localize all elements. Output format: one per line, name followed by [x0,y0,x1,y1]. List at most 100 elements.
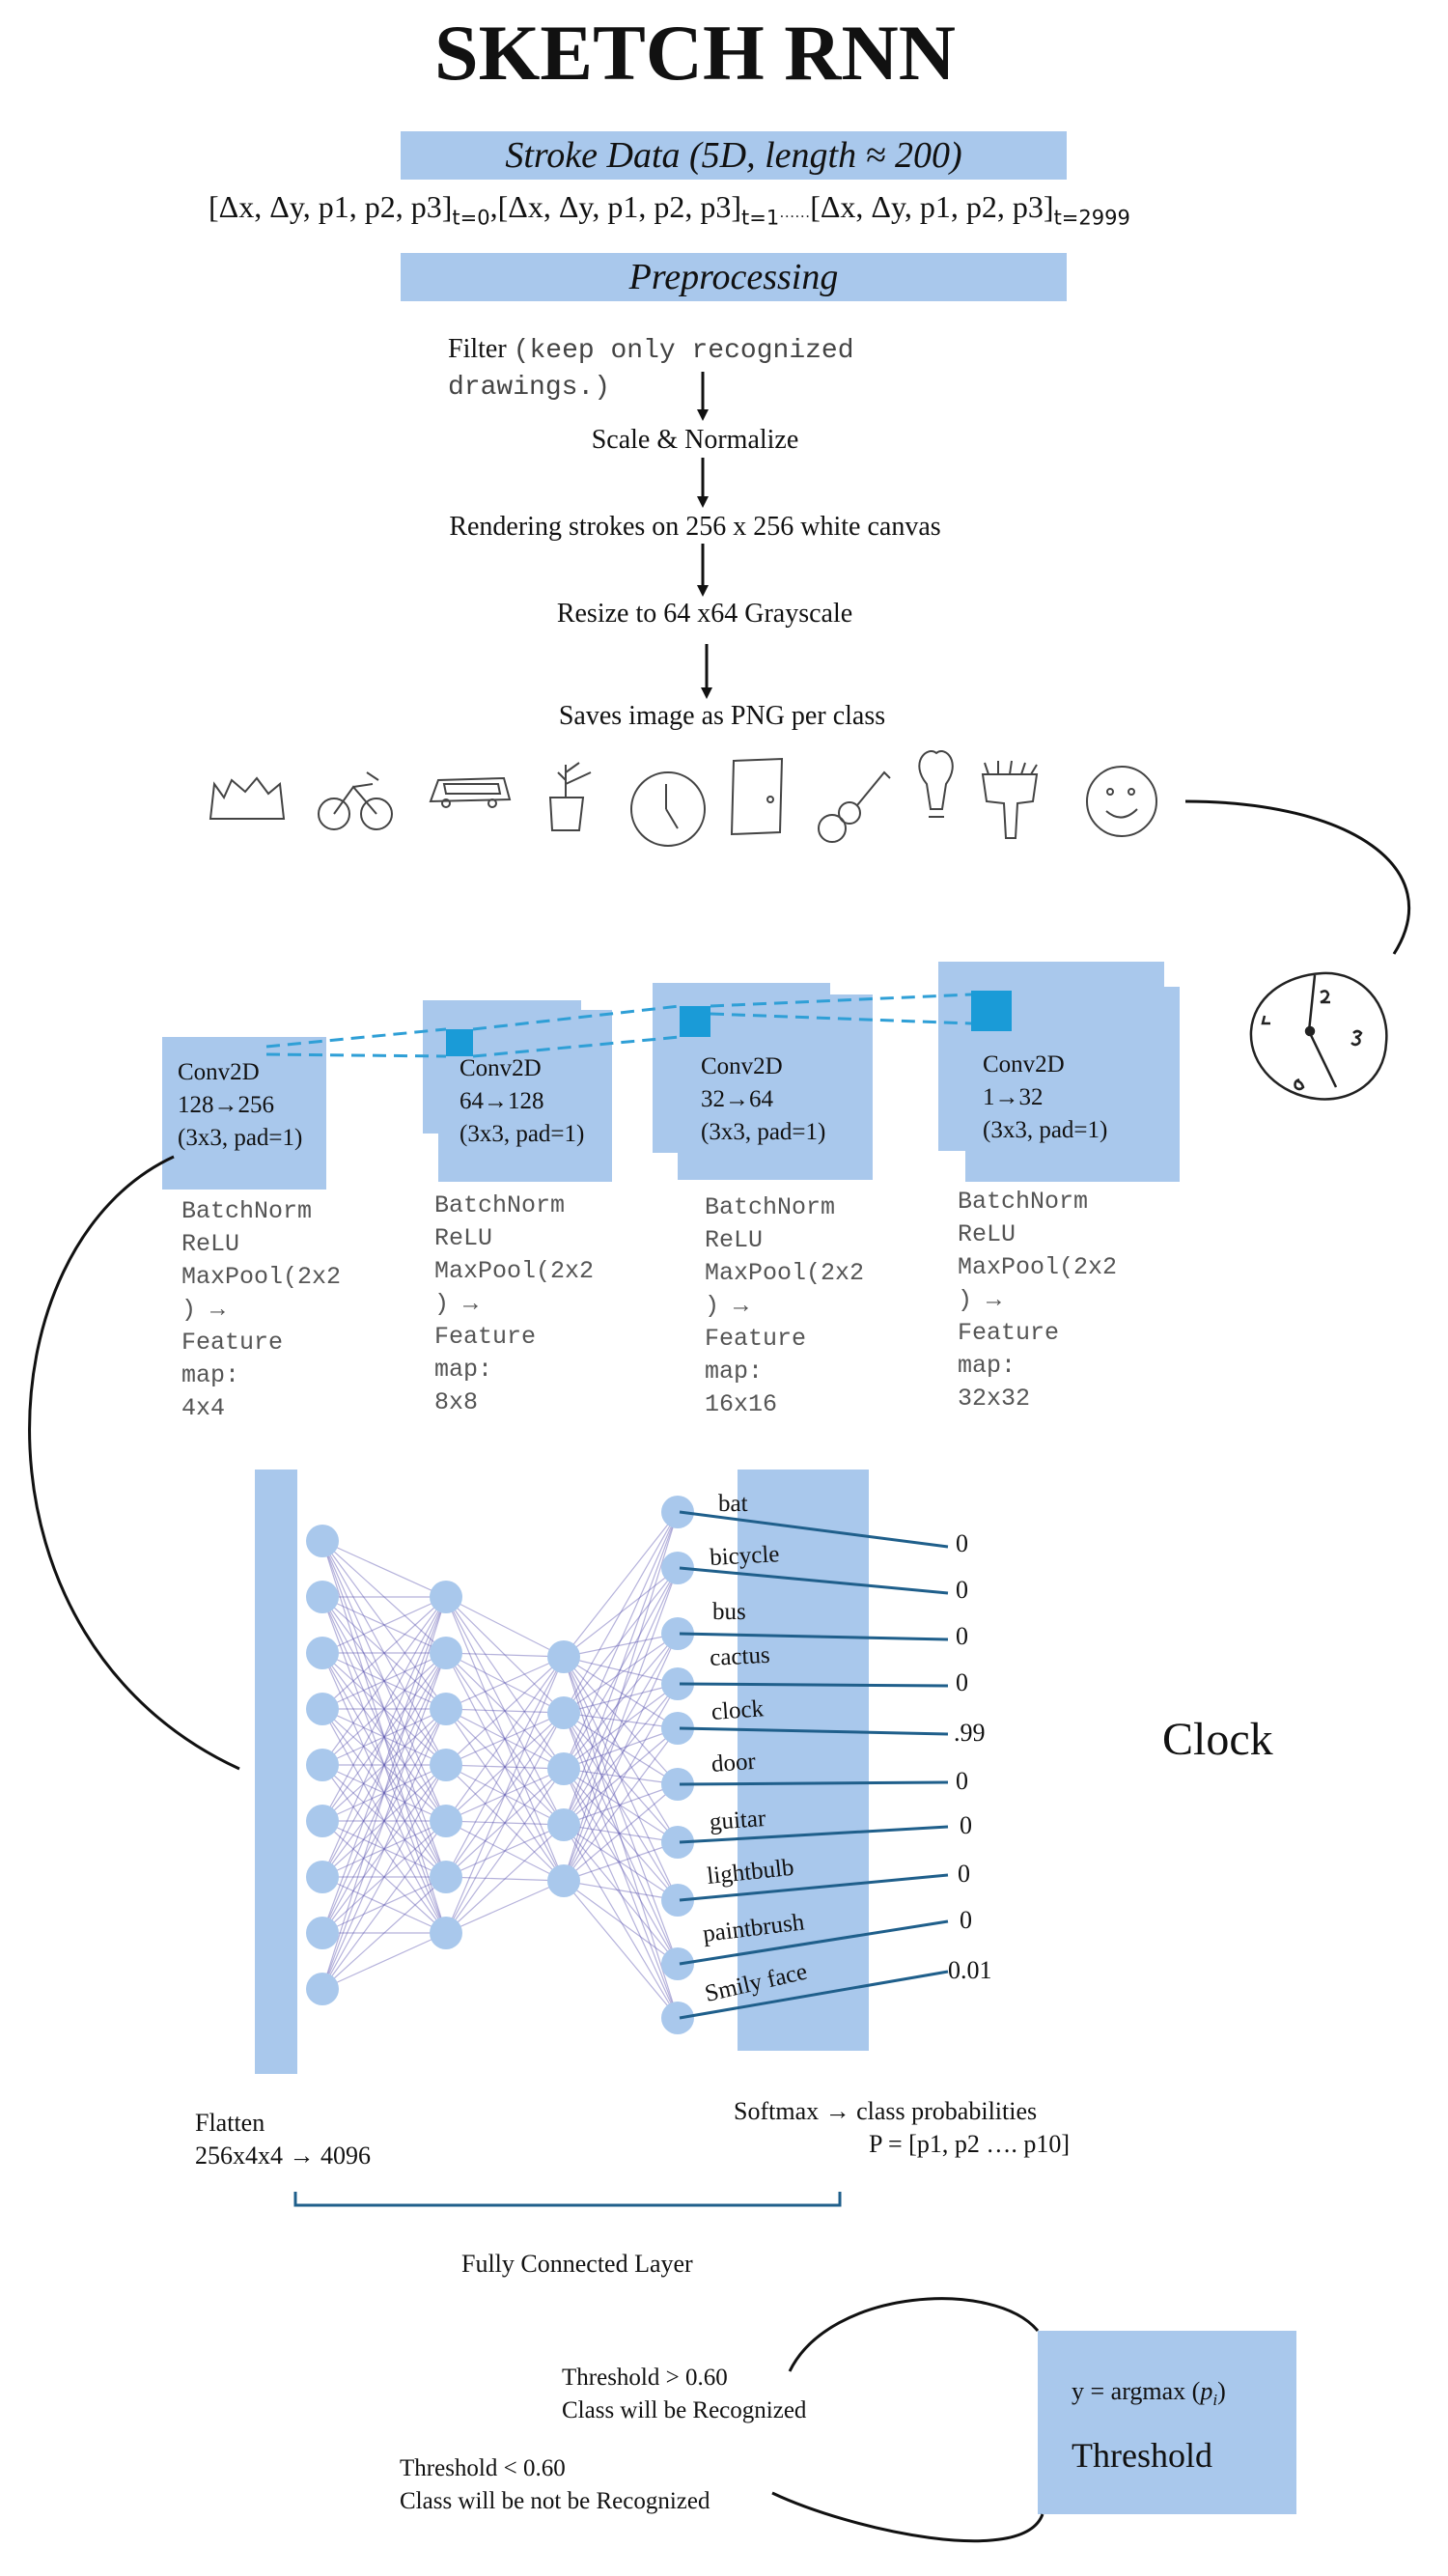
prob-bat: 0 [956,1529,968,1557]
threshold-low-line-1: Threshold < 0.60 [400,2455,566,2481]
fc-edge [445,1820,565,1826]
conv-2-name: Conv2D [459,1055,542,1081]
conv-4-channels: 1→32 [983,1084,1044,1110]
fc-node [547,1752,580,1785]
prob-smily-face: 0.01 [948,1956,992,1984]
fc-edge [563,1783,679,1826]
fc-edge [321,1708,447,1934]
step-filter-note-1: (keep only recognized [513,336,854,366]
output-line [679,1825,949,1844]
fc-edge [445,1652,565,1770]
fc-edge [445,1880,565,1934]
fc-edge [321,1596,447,1934]
kernel-square-4 [971,991,1012,1031]
conv-4-name: Conv2D [983,1051,1065,1078]
prob-paintbrush: 0 [960,1906,972,1934]
fc-edge [445,1596,565,1770]
fc-edge [563,1567,679,1882]
fc-edge [563,1768,679,1965]
fc-edge [321,1540,447,1710]
fc-node [306,1749,339,1781]
fc-edge [445,1596,565,1826]
fc-edge [321,1708,447,1934]
fc-edge [563,1768,679,1901]
fc-edge [563,1567,679,1658]
conv-label-4: Conv2D 1→32 (3x3, pad=1) [983,1049,1107,1147]
fc-node [306,1973,339,2005]
fc-edge [321,1652,447,1934]
fc-edge [445,1652,565,1826]
threshold-high-line-2: Class will be Recognized [562,2397,807,2423]
fc-edge [563,1683,679,1714]
fc-node [430,1861,462,1893]
fc-edge [445,1768,565,1934]
fc-edge [563,1824,679,2019]
output-line [679,1970,949,2020]
flatten-bar [255,1470,297,2074]
fc-edge [321,1764,447,1822]
fc-edge [321,1540,447,1878]
fc-edge [563,1768,679,1785]
fc-node [306,1581,339,1613]
fc-edge [321,1596,447,1766]
fc-edge [563,1656,679,2019]
fc-edge [445,1656,565,1878]
stroke-vector-2: [Δx, Δy, p1, p2, p3] [810,189,1054,224]
fc-edge [563,1824,679,1965]
bicycle-sketch-icon [318,771,393,830]
output-line [679,1632,949,1641]
fc-edge [321,1764,447,1990]
output-node [661,1947,694,1980]
output-node [661,1496,694,1528]
output-node [661,1826,694,1859]
fc-node [306,1693,339,1725]
fc-edge [445,1876,565,1882]
fc-edge [321,1820,447,1934]
fc-edge [321,1708,447,1766]
flatten-dims: 256x4x4 → 4096 [195,2142,371,2170]
argmax-suffix: ) [1217,2377,1226,2405]
fc-node [547,1640,580,1673]
fc-edge [445,1596,565,1882]
fc-edge [563,1683,679,1770]
fc-edge [321,1932,447,1990]
fc-edge [445,1764,565,1770]
fc-edge [321,1820,447,1990]
fc-node [306,1525,339,1557]
fc-edge [563,1511,679,1658]
fc-edge [321,1596,447,1822]
fc-edge [445,1712,565,1878]
fc-edge [445,1768,565,1822]
fc-edge [321,1708,447,1990]
fc-edge [563,1880,679,1965]
fc-edge [321,1596,447,1710]
fc-node [430,1805,462,1837]
fc-edge [321,1540,447,1766]
threshold-low-text: Threshold < 0.60 Class will be not be Re… [400,2452,710,2518]
fc-edge [321,1652,447,1878]
fc-node [306,1637,339,1669]
fc-edge [563,1633,679,1826]
fc-edge [321,1708,447,1766]
fc-edge [321,1652,447,1710]
fc-node [547,1808,580,1841]
fc-node [430,1637,462,1669]
fc-edge [445,1596,565,1714]
stroke-sequence-equation: [Δx, Δy, p1, p2, p3]t=0,[Δx, Δy, p1, p2,… [209,189,1130,229]
prob-door: 0 [956,1767,968,1795]
argmax-prefix: y = argmax ( [1072,2377,1201,2405]
stroke-data-banner: Stroke Data (5D, length ≈ 200) [401,131,1067,180]
output-lines [679,1510,949,2020]
threshold-box [1038,2331,1296,2514]
input-clock-sketch-icon [1249,971,1388,1101]
fc-edge [445,1708,565,1826]
step-scale: Scale & Normalize [591,425,799,455]
conv-label-2: Conv2D 64→128 (3x3, pad=1) [459,1052,584,1151]
fc-node [430,1581,462,1613]
fc-edge [563,1683,679,1826]
fc-edge [321,1652,447,1822]
fc-edge [321,1764,447,1934]
step-save: Saves image as PNG per class [558,701,886,731]
fc-edge [321,1652,447,1766]
